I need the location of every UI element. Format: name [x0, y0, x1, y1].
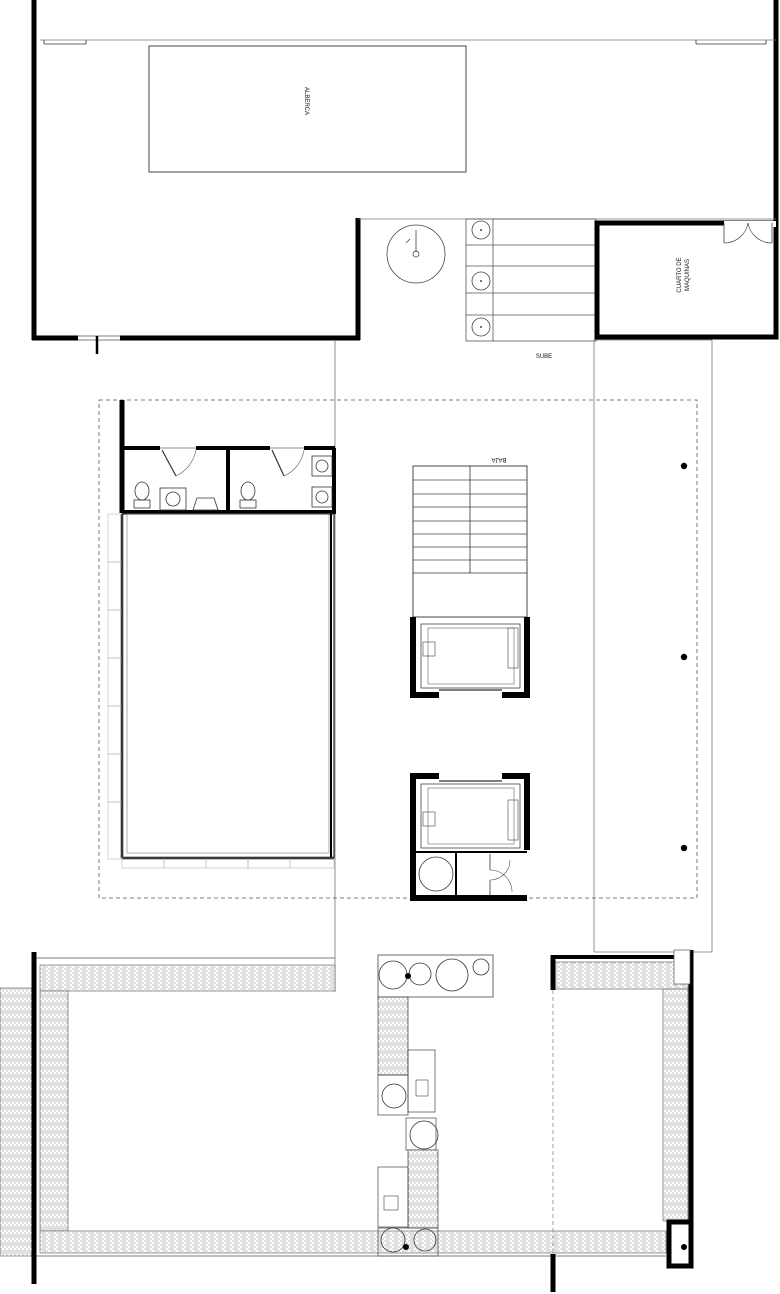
- bathrooms: [119, 400, 336, 514]
- roof-outline: [98, 399, 698, 899]
- stairs-down-label: BAJA: [491, 456, 506, 462]
- elevator-2: [410, 773, 530, 850]
- machine-room-label-1: CUARTO DE: [677, 257, 683, 292]
- machine-room: CUARTO DE MAQUINAS: [594, 220, 779, 340]
- circulation-lines: [334, 339, 713, 992]
- outdoor-fixture: [386, 224, 446, 284]
- pool-label: ALBERCA: [303, 87, 309, 115]
- staircase: BAJA: [412, 456, 528, 618]
- shower-stalls: [465, 218, 597, 342]
- lower-courtyard: [0, 949, 694, 1292]
- stairs-up-label: SUBE: [536, 354, 552, 360]
- shaft-room: [410, 850, 527, 901]
- glass-room: [107, 513, 335, 869]
- elevator-1: [410, 617, 530, 698]
- pool: ALBERCA: [148, 45, 467, 173]
- machine-room-label-2: MAQUINAS: [685, 259, 691, 291]
- pool-terrace: [31, 0, 779, 354]
